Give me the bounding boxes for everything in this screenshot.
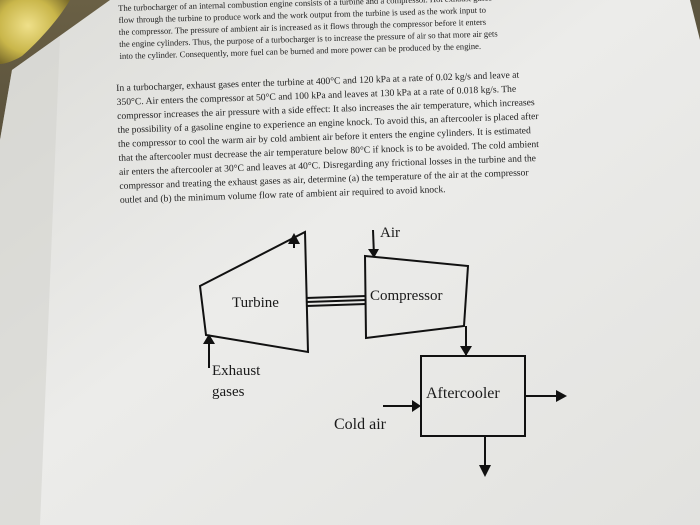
air-in-arrowhead bbox=[368, 249, 379, 258]
compressor-label: Compressor bbox=[370, 288, 443, 304]
compressor-out-arrowhead bbox=[460, 346, 472, 356]
exhaust-label: Exhaust bbox=[212, 363, 261, 379]
cold-air-label: Cold air bbox=[334, 416, 386, 433]
air-label: Air bbox=[380, 225, 400, 241]
turbine-label: Turbine bbox=[232, 295, 279, 311]
aftercooler-out-right-arrowhead bbox=[556, 390, 567, 402]
aftercooler-label: Aftercooler bbox=[426, 385, 500, 402]
cold-air-arrowhead bbox=[412, 400, 421, 412]
turbine-shape bbox=[198, 230, 310, 354]
compressor-shape bbox=[363, 254, 470, 340]
turbine-out-arrowhead bbox=[288, 233, 300, 244]
aftercooler-out-down-arrowhead bbox=[479, 465, 491, 477]
exhaust-in-arrowhead bbox=[203, 334, 215, 344]
gases-label: gases bbox=[212, 384, 245, 400]
